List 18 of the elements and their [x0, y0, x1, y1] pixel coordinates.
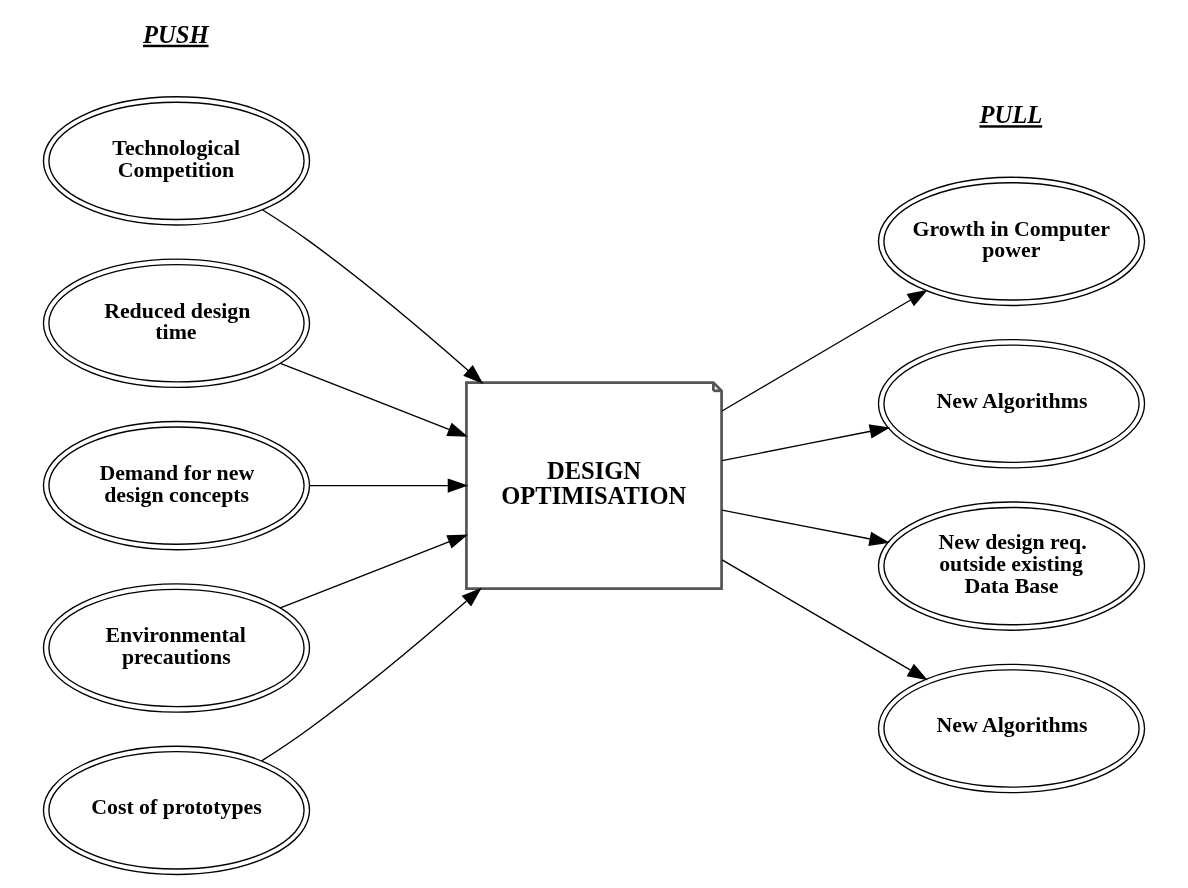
node-ellipse: Technological Competition	[42, 96, 311, 226]
node-ellipse: New Algorithms	[877, 338, 1146, 469]
arrow	[721, 559, 928, 681]
arrow	[279, 534, 468, 609]
arrow	[261, 587, 482, 762]
arrow	[279, 362, 468, 437]
node-ellipse: Demand for new design concepts	[42, 420, 311, 551]
label: PUSH	[143, 20, 209, 48]
arrow	[721, 509, 890, 546]
arrow	[721, 424, 891, 462]
node-ellipse: Cost of prototypes	[42, 745, 311, 876]
node-ellipse: New design req. outside existing Data Base	[877, 501, 1146, 631]
node-ellipse: Environmental precautions	[42, 583, 311, 713]
arrow	[721, 289, 928, 412]
arrow	[309, 478, 469, 493]
label: PULL	[979, 101, 1043, 129]
node-ellipse: Reduced design time	[42, 258, 311, 389]
arrow	[262, 209, 484, 384]
